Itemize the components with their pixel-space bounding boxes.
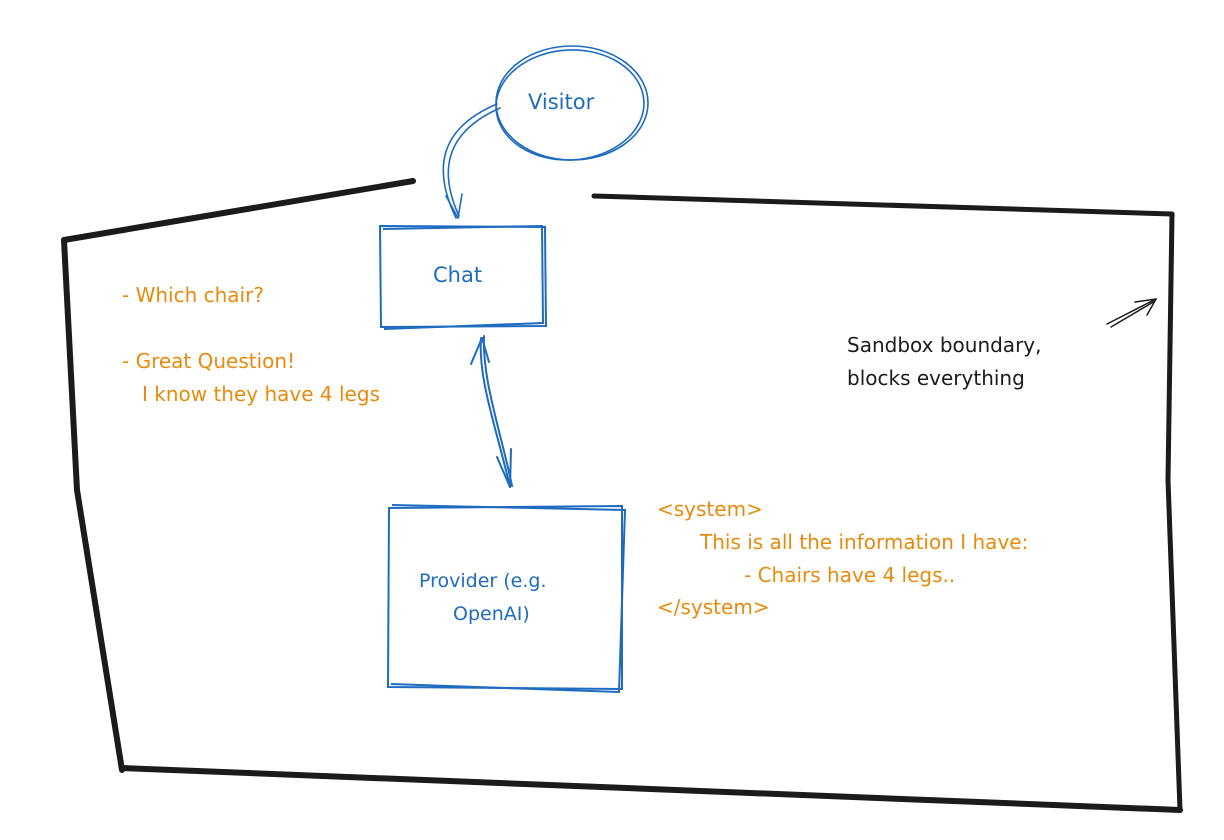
system-close-tag: </system> [657, 595, 770, 619]
chat-provider-arrow [470, 335, 513, 488]
boundary-note-line1: Sandbox boundary, [847, 333, 1042, 357]
system-prompt-line2: - Chairs have 4 legs.. [744, 563, 956, 587]
visitor-label: Visitor [528, 90, 595, 114]
boundary-pointer-arrow [1106, 298, 1157, 328]
sandbox-boundary [61, 178, 1183, 813]
system-prompt-line1: This is all the information I have: [700, 530, 1029, 554]
answer-text-line2: I know they have 4 legs [142, 382, 380, 406]
answer-text-line1: - Great Question! [122, 349, 296, 373]
boundary-note-line2: blocks everything [847, 366, 1025, 390]
chat-label: Chat [433, 263, 483, 287]
chat-node [378, 224, 548, 330]
system-open-tag: <system> [657, 497, 763, 521]
visitor-to-chat-arrow [442, 103, 501, 219]
provider-label-line1: Provider (e.g. [419, 570, 547, 592]
visitor-node [495, 45, 649, 161]
question-text: - Which chair? [122, 283, 264, 307]
provider-node [386, 504, 627, 694]
provider-label-line2: OpenAI) [453, 603, 530, 625]
